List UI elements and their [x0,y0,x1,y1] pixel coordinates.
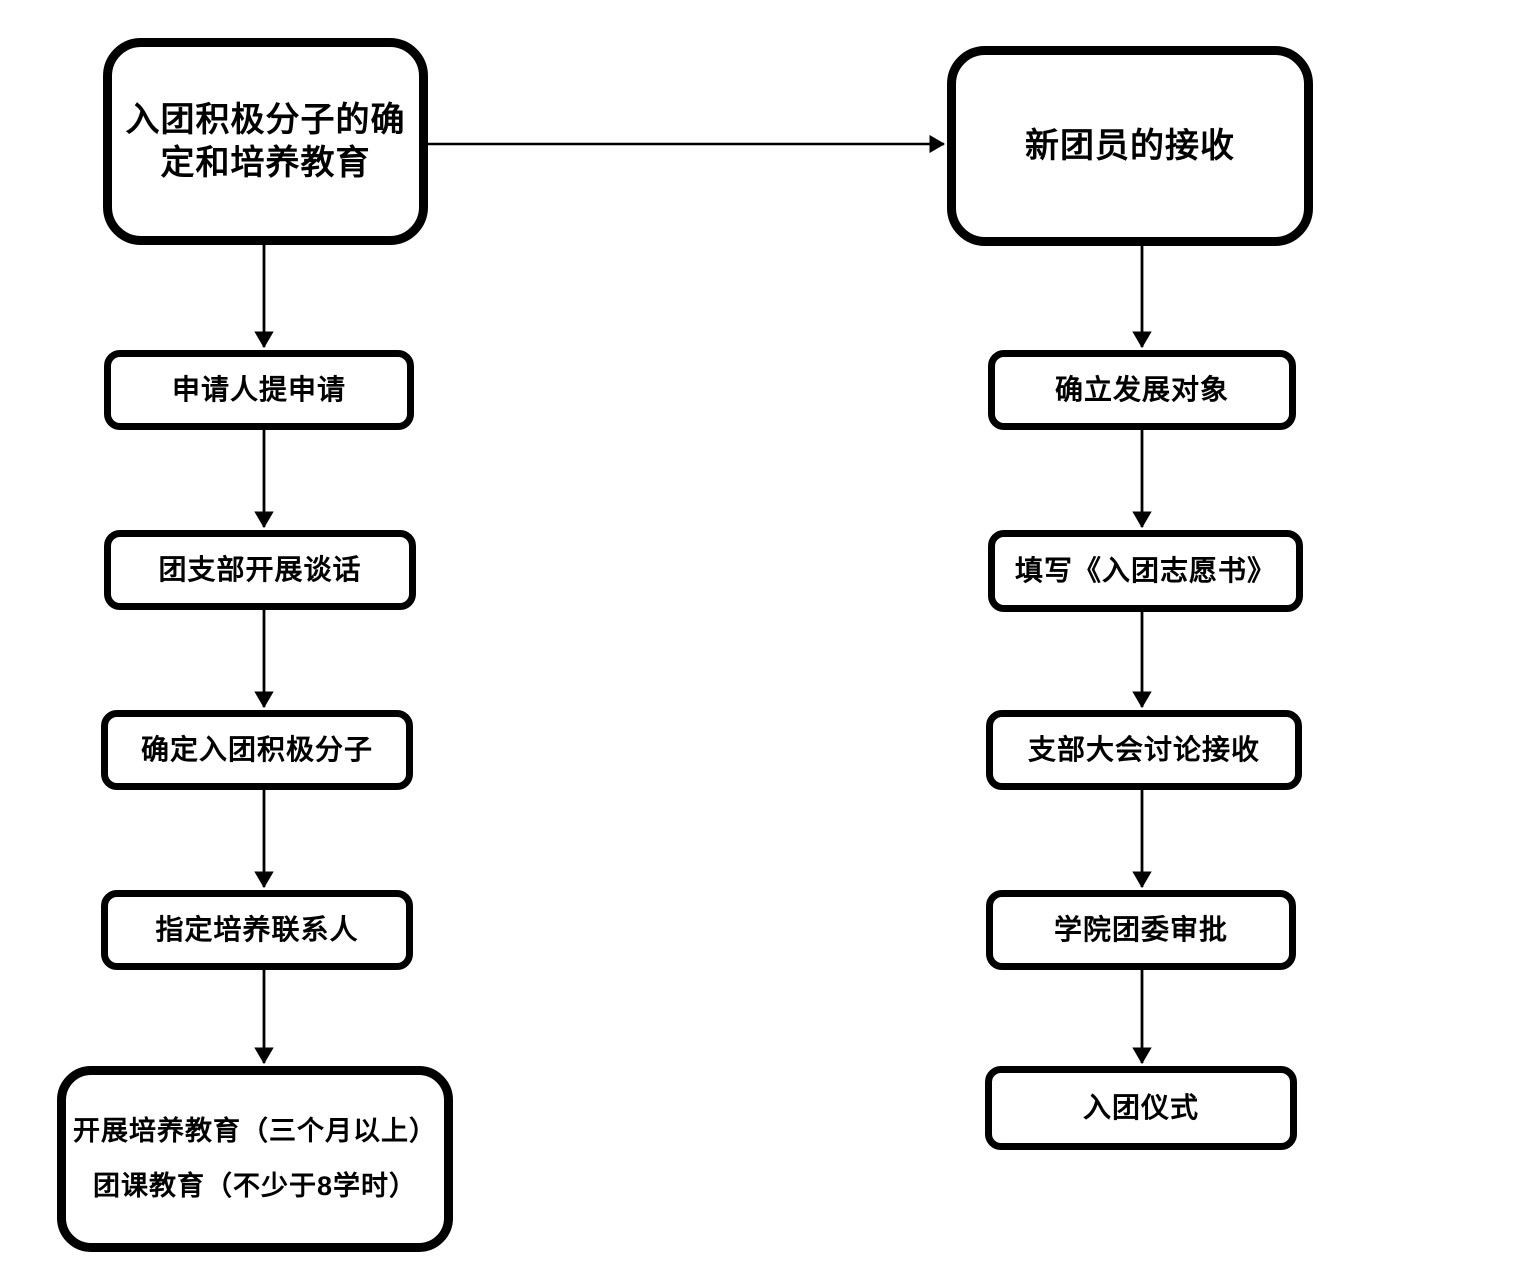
node-label: 申请人提申请 [171,373,346,405]
node-branch-meeting-discussion: 支部大会讨论接收 [986,710,1302,790]
node-label: 入团仪式 [1082,1091,1199,1123]
node-label: 入团积极分子的确 定和培养教育 [125,101,406,182]
node-label: 支部大会讨论接收 [1027,733,1260,765]
node-label: 确定入团积极分子 [140,733,373,765]
node-assign-contact-person: 指定培养联系人 [101,890,413,970]
node-submit-application: 申请人提申请 [104,350,414,430]
node-determine-activist: 确定入团积极分子 [101,710,413,790]
node-branch-talk: 团支部开展谈话 [104,530,416,610]
node-label: 确立发展对象 [1054,373,1229,405]
node-label: 学院团委审批 [1053,913,1228,945]
node-new-member-admission: 新团员的接收 [947,46,1313,246]
node-activist-determination: 入团积极分子的确 定和培养教育 [103,38,428,245]
node-fill-volunteer-form: 填写《入团志愿书》 [988,530,1303,612]
node-label: 新团员的接收 [1025,126,1235,165]
node-label: 开展培养教育（三个月以上） 团课教育（不少于8学时） [73,1115,437,1201]
node-label: 指定培养联系人 [155,913,359,945]
node-label: 填写《入团志愿书》 [1014,554,1276,586]
node-admission-ceremony: 入团仪式 [985,1066,1297,1150]
node-label: 团支部开展谈话 [158,553,362,585]
node-training-education: 开展培养教育（三个月以上） 团课教育（不少于8学时） [57,1066,453,1252]
node-committee-approval: 学院团委审批 [986,890,1296,970]
node-establish-development-candidate: 确立发展对象 [988,350,1296,430]
